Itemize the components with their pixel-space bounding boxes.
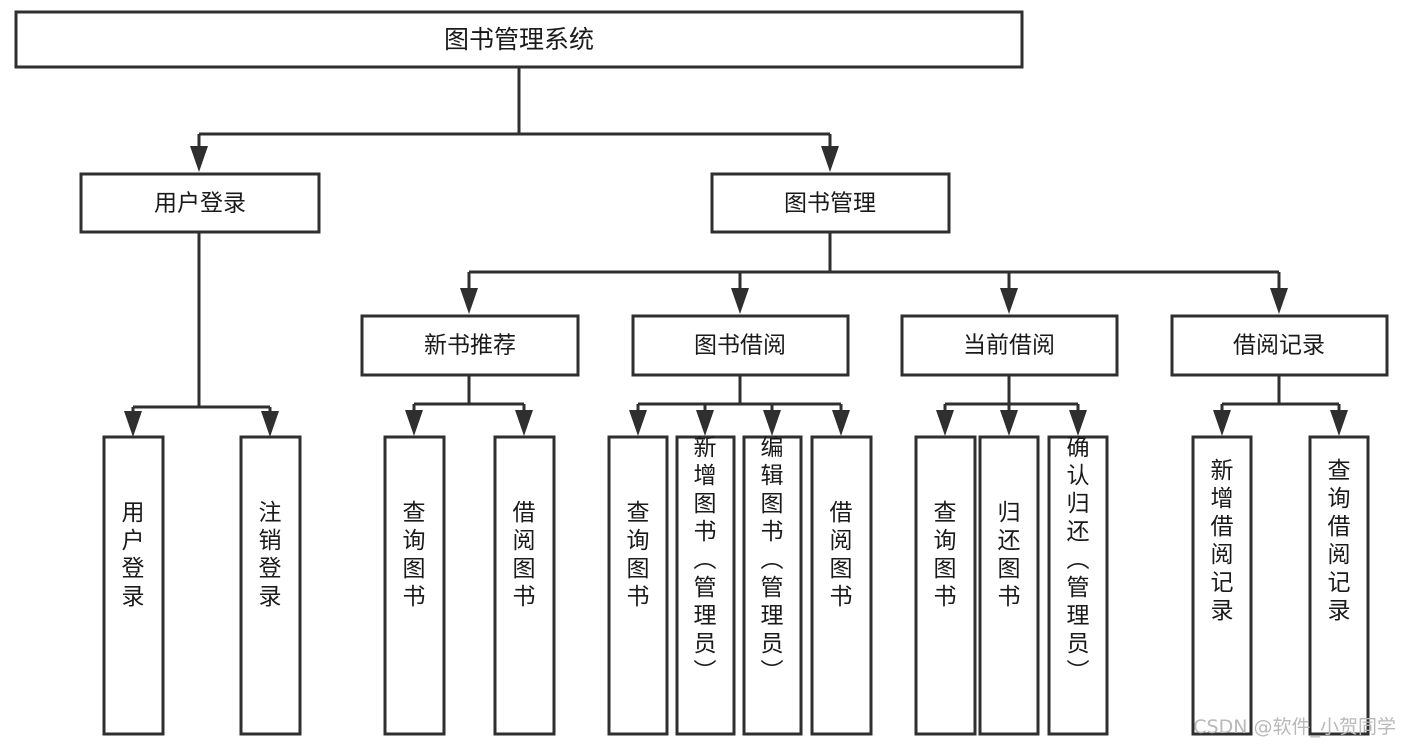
node-new-book-recommend-label: 新书推荐 bbox=[424, 333, 516, 359]
leaf-current-confirm-return-box[interactable] bbox=[1047, 435, 1109, 736]
leaf-borrow-edit-book-label: 编辑图书︵管理员︶ bbox=[761, 435, 784, 685]
arrowhead-leaf-logout bbox=[261, 411, 279, 437]
leaf-current-query-book-label: 查询图书 bbox=[934, 500, 957, 610]
arrowhead-current-borrow bbox=[1000, 288, 1018, 314]
arrowhead-bookborrow-leaf-1 bbox=[629, 410, 647, 436]
arrowhead-book-borrow bbox=[731, 288, 749, 314]
leaf-record-add-record-label: 新增借阅记录 bbox=[1211, 458, 1234, 624]
node-book-manage-box[interactable] bbox=[710, 172, 951, 234]
leaf-borrow-add-book-box[interactable] bbox=[675, 435, 736, 736]
leaf-current-return-book-box[interactable] bbox=[978, 435, 1040, 736]
leaf-record-add-record-box[interactable] bbox=[1191, 435, 1253, 736]
node-user-login-box[interactable] bbox=[79, 172, 321, 234]
node-root-label: 图书管理系统 bbox=[444, 25, 594, 54]
node-current-borrow-box[interactable] bbox=[900, 314, 1119, 377]
leaf-borrow-edit-book[interactable]: 编辑图书︵管理员︶ bbox=[742, 435, 803, 736]
leaf-current-confirm-return[interactable]: 确认归还︵管理员︶ bbox=[1047, 435, 1109, 736]
node-book-borrow-label: 图书借阅 bbox=[694, 333, 786, 359]
arrowhead-borrowrecord-leaf-1 bbox=[1213, 410, 1231, 436]
leaf-logout[interactable]: 注销登录 bbox=[239, 435, 302, 736]
arrowhead-borrowrecord-leaf-2 bbox=[1330, 410, 1348, 436]
arrowhead-borrow-record bbox=[1270, 288, 1288, 314]
leaf-newbook-borrow-book-box[interactable] bbox=[493, 435, 556, 736]
arrowhead-newbook-leaf-2 bbox=[515, 410, 533, 436]
arrowhead-bookborrow-leaf-3 bbox=[763, 410, 781, 436]
leaf-record-add-record[interactable]: 新增借阅记录 bbox=[1191, 435, 1253, 736]
leaf-user-login-label: 用户登录 bbox=[122, 500, 145, 610]
node-new-book-recommend[interactable]: 新书推荐 bbox=[360, 314, 580, 377]
leaf-current-return-book-label: 归还图书 bbox=[998, 500, 1021, 610]
leaf-borrow-query-book-box[interactable] bbox=[607, 435, 669, 736]
node-book-manage[interactable]: 图书管理 bbox=[710, 172, 951, 234]
leaf-logout-label: 注销登录 bbox=[259, 500, 282, 610]
arrowhead-currentborrow-leaf-1 bbox=[936, 410, 954, 436]
leaf-current-query-book[interactable]: 查询图书 bbox=[914, 435, 977, 736]
node-borrow-record[interactable]: 借阅记录 bbox=[1170, 314, 1389, 377]
node-root[interactable]: 图书管理系统 bbox=[14, 10, 1024, 69]
arrowhead-newbook-leaf-1 bbox=[405, 410, 423, 436]
leaf-borrow-borrow-book-label: 借阅图书 bbox=[830, 500, 853, 610]
connector-layer bbox=[124, 67, 1348, 437]
arrowhead-currentborrow-leaf-3 bbox=[1069, 410, 1087, 436]
leaf-newbook-query-book-label: 查询图书 bbox=[403, 500, 426, 610]
leaf-record-query-record-box[interactable] bbox=[1308, 435, 1370, 736]
node-book-manage-label: 图书管理 bbox=[784, 191, 876, 217]
leaf-borrow-add-book-label: 新增图书︵管理员︶ bbox=[694, 435, 717, 685]
arrowhead-user-login bbox=[190, 146, 208, 172]
leaf-borrow-borrow-book[interactable]: 借阅图书 bbox=[810, 435, 873, 736]
leaf-newbook-query-book[interactable]: 查询图书 bbox=[383, 435, 446, 736]
node-borrow-record-label: 借阅记录 bbox=[1233, 333, 1325, 359]
leaf-logout-box[interactable] bbox=[239, 435, 302, 736]
node-user-login[interactable]: 用户登录 bbox=[79, 172, 321, 234]
node-borrow-record-box[interactable] bbox=[1170, 314, 1389, 377]
leaf-borrow-query-book[interactable]: 查询图书 bbox=[607, 435, 669, 736]
leaf-current-query-book-box[interactable] bbox=[914, 435, 977, 736]
leaf-record-query-record[interactable]: 查询借阅记录 bbox=[1308, 435, 1370, 736]
arrowhead-bookborrow-leaf-2 bbox=[696, 410, 714, 436]
arrowhead-leaf-user-login bbox=[124, 411, 142, 437]
leaf-borrow-borrow-book-box[interactable] bbox=[810, 435, 873, 736]
leaf-borrow-edit-book-box[interactable] bbox=[742, 435, 803, 736]
arrowhead-bookborrow-leaf-4 bbox=[832, 410, 850, 436]
node-book-borrow[interactable]: 图书借阅 bbox=[631, 314, 850, 377]
node-current-borrow[interactable]: 当前借阅 bbox=[900, 314, 1119, 377]
leaf-newbook-borrow-book[interactable]: 借阅图书 bbox=[493, 435, 556, 736]
leaf-user-login[interactable]: 用户登录 bbox=[102, 435, 165, 736]
leaf-borrow-add-book[interactable]: 新增图书︵管理员︶ bbox=[675, 435, 736, 736]
leaf-user-login-box[interactable] bbox=[102, 435, 165, 736]
node-current-borrow-label: 当前借阅 bbox=[963, 333, 1055, 359]
node-new-book-recommend-box[interactable] bbox=[360, 314, 580, 377]
arrowhead-new-book-recommend bbox=[460, 288, 478, 314]
arrowhead-book-manage bbox=[821, 146, 839, 172]
leaf-current-confirm-return-label: 确认归还︵管理员︶ bbox=[1067, 435, 1090, 685]
leaf-newbook-borrow-book-label: 借阅图书 bbox=[513, 500, 536, 610]
leaf-current-return-book[interactable]: 归还图书 bbox=[978, 435, 1040, 736]
leaf-record-query-record-label: 查询借阅记录 bbox=[1328, 458, 1351, 624]
node-root-box[interactable] bbox=[14, 10, 1024, 69]
leaf-newbook-query-book-box[interactable] bbox=[383, 435, 446, 736]
node-user-login-label: 用户登录 bbox=[154, 191, 246, 217]
watermark-label: CSDN @软件_小贺同学 bbox=[1193, 716, 1396, 738]
arrowhead-currentborrow-leaf-2 bbox=[1000, 410, 1018, 436]
node-book-borrow-box[interactable] bbox=[631, 314, 850, 377]
leaf-borrow-query-book-label: 查询图书 bbox=[627, 500, 650, 610]
